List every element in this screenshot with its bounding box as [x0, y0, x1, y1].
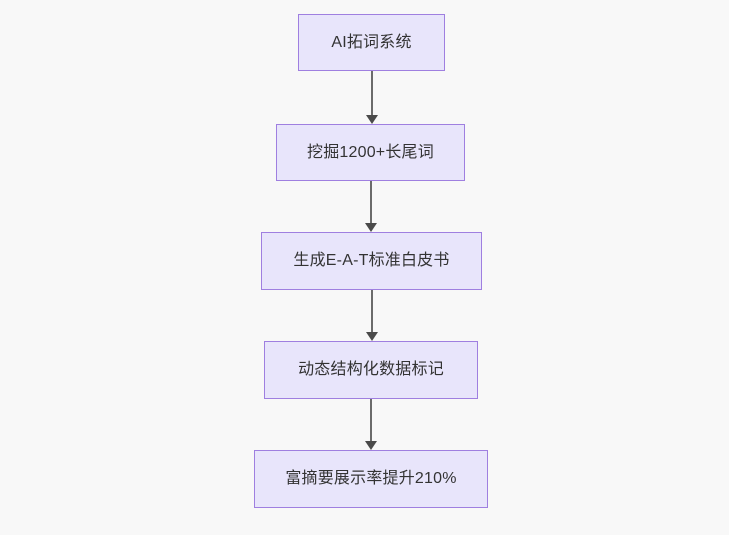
flow-node-label: AI拓词系统: [331, 33, 412, 51]
flow-node-label: 富摘要展示率提升210%: [285, 470, 457, 487]
flow-arrowhead-2-icon: [364, 223, 377, 232]
flow-node-mine-longtail-keywords[interactable]: 挖掘1200+长尾词: [276, 124, 465, 181]
flow-connector-3: [370, 290, 373, 334]
flow-node-label: 挖掘1200+长尾词: [307, 143, 434, 161]
flow-node-label: 生成E-A-T标准白皮书: [293, 252, 450, 269]
flow-connector-4: [370, 399, 372, 443]
flow-connector-2: [369, 181, 372, 225]
flow-connector-1: [370, 71, 373, 117]
flow-arrowhead-4-icon: [365, 441, 377, 450]
flow-node-ai-keyword-system[interactable]: AI拓词系统: [298, 14, 445, 71]
flow-node-label: 动态结构化数据标记: [298, 361, 444, 378]
flow-node-dynamic-structured-data-markup[interactable]: 动态结构化数据标记: [264, 341, 478, 399]
flow-arrowhead-3-icon: [365, 332, 378, 341]
flow-node-generate-eat-whitepaper[interactable]: 生成E-A-T标准白皮书: [261, 232, 482, 290]
flow-arrowhead-1-icon: [365, 115, 378, 124]
flow-node-rich-snippet-impression-uplift[interactable]: 富摘要展示率提升210%: [254, 450, 488, 508]
